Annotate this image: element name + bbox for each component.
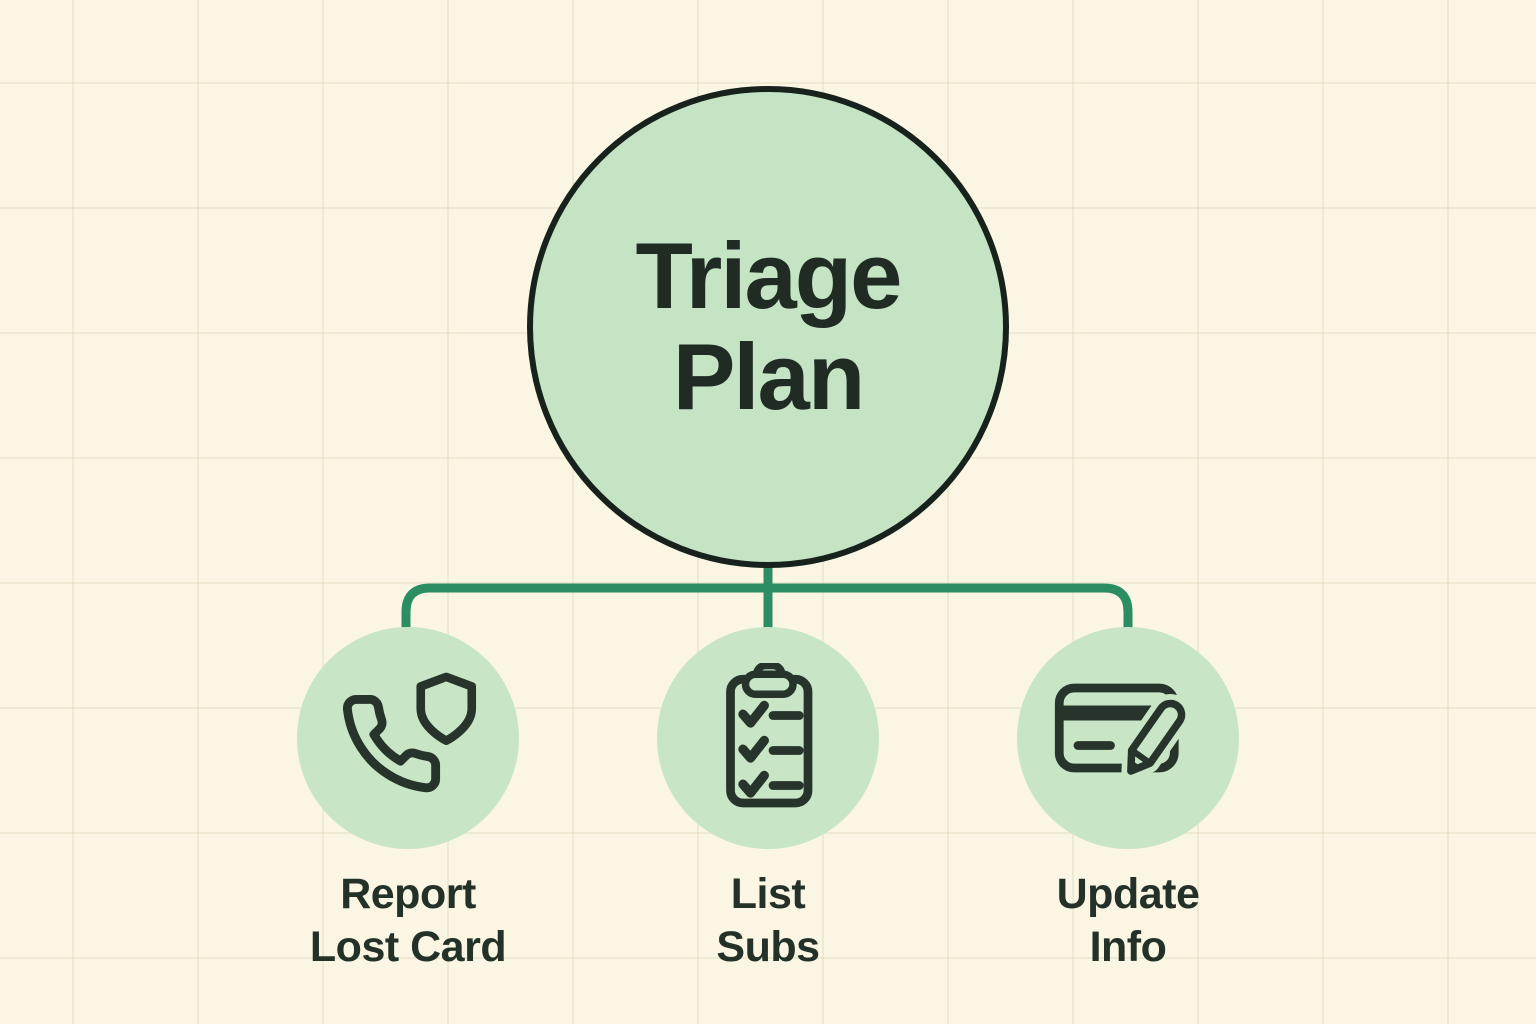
root-label-line2: Plan bbox=[672, 324, 866, 429]
label-report-lost-card: Report Lost Card bbox=[218, 868, 598, 974]
label-line1: Report bbox=[340, 870, 476, 918]
connector-side-branches bbox=[401, 583, 1133, 634]
label-line2: Subs bbox=[716, 922, 820, 971]
node-list-subs bbox=[657, 627, 879, 849]
node-report-lost-card bbox=[297, 627, 519, 849]
card-edit-icon bbox=[1054, 683, 1191, 781]
label-line1: List bbox=[730, 870, 806, 918]
label-list-subs: List Subs bbox=[578, 868, 958, 974]
checklist-clipboard-icon bbox=[726, 663, 813, 808]
phone-shield-icon bbox=[342, 672, 477, 793]
root-label-line1: Triage bbox=[635, 223, 903, 329]
label-update-info: Update Info bbox=[938, 868, 1318, 974]
node-update-info bbox=[1017, 627, 1239, 849]
label-line2: Info bbox=[1089, 922, 1167, 971]
label-line1: Update bbox=[1056, 870, 1200, 918]
root-node-triage-plan: Triage Plan bbox=[527, 86, 1009, 568]
label-line2: Lost Card bbox=[309, 922, 507, 971]
